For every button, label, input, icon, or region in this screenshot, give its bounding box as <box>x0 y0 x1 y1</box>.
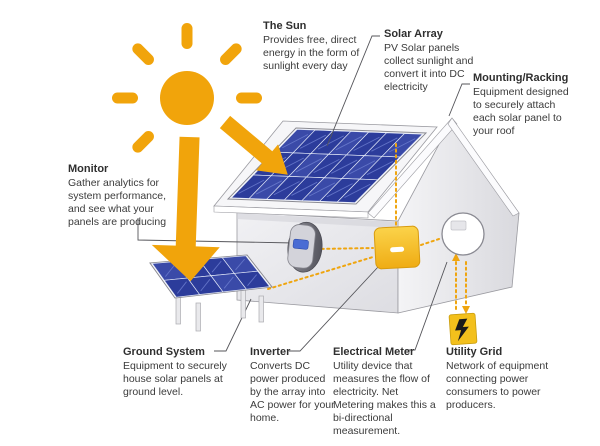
line-monitor-to-inverter <box>315 247 374 250</box>
power-flow-dotted-lines <box>267 143 467 311</box>
leader-mounting <box>448 83 470 117</box>
label-the-sun-body: Provides free, direct energy in the form… <box>263 34 360 72</box>
label-monitor: Monitor Gather analytics for system perf… <box>68 163 176 229</box>
label-monitor-title: Monitor <box>68 163 109 175</box>
label-electrical-meter-body: Utility device that measures the flow of… <box>333 360 436 437</box>
monitor-screen <box>292 238 309 250</box>
inverter-device <box>373 225 421 270</box>
label-mounting-racking: Mounting/Racking Equipment designed to s… <box>473 72 579 138</box>
eave-fascia <box>213 205 369 219</box>
label-ground-system: Ground System Equipment to securely hous… <box>123 346 239 399</box>
sunlight-down-arrow <box>151 136 220 282</box>
eave-shadow <box>237 213 398 228</box>
leader-solar-array <box>326 35 380 147</box>
label-electrical-meter: Electrical Meter Utility device that mea… <box>333 346 439 438</box>
label-utility-grid-body: Network of equipment connecting power co… <box>446 360 549 411</box>
label-utility-grid-title: Utility Grid <box>446 346 503 358</box>
sunlight-roof-arrow <box>219 115 288 175</box>
label-solar-array: Solar Array PV Solar panels collect sunl… <box>384 28 488 94</box>
arrowhead-up-icon <box>452 253 460 261</box>
label-the-sun-title: The Sun <box>263 20 307 32</box>
arrowhead-down-icon <box>462 306 470 314</box>
label-utility-grid: Utility Grid Network of equipment connec… <box>446 346 558 412</box>
label-inverter-title: Inverter <box>250 346 291 358</box>
inverter-label-plate <box>390 246 405 253</box>
meter-display <box>450 220 467 231</box>
label-mounting-racking-title: Mounting/Racking <box>473 72 569 84</box>
monitor-device <box>287 221 323 273</box>
leader-meter <box>405 261 448 351</box>
line-ground-to-inverter <box>267 256 374 290</box>
label-solar-array-body: PV Solar panels collect sunlight and con… <box>384 42 474 93</box>
label-ground-system-title: Ground System <box>123 346 205 358</box>
leader-inverter <box>289 266 379 352</box>
label-ground-system-body: Equipment to securely house solar panels… <box>123 360 227 398</box>
label-inverter: Inverter Converts DC power produced by t… <box>250 346 336 425</box>
label-solar-array-title: Solar Array <box>384 28 443 40</box>
line-inverter-to-meter <box>420 237 443 246</box>
barge-board-right <box>447 117 520 217</box>
label-the-sun: The Sun Provides free, direct energy in … <box>263 20 363 73</box>
electrical-meter-device <box>441 212 485 256</box>
lightning-bolt-icon <box>455 318 469 342</box>
utility-grid-icon <box>448 312 478 346</box>
label-inverter-body: Converts DC power produced by the array … <box>250 360 335 424</box>
sun-icon <box>112 23 262 153</box>
label-mounting-racking-body: Equipment designed to securely attach ea… <box>473 86 569 137</box>
barge-board-left <box>367 117 458 219</box>
leader-monitor <box>137 218 295 244</box>
label-electrical-meter-title: Electrical Meter <box>333 346 415 358</box>
label-monitor-body: Gather analytics for system performance,… <box>68 177 167 228</box>
sun-rays <box>112 23 262 153</box>
ground-array-legs <box>175 289 264 332</box>
